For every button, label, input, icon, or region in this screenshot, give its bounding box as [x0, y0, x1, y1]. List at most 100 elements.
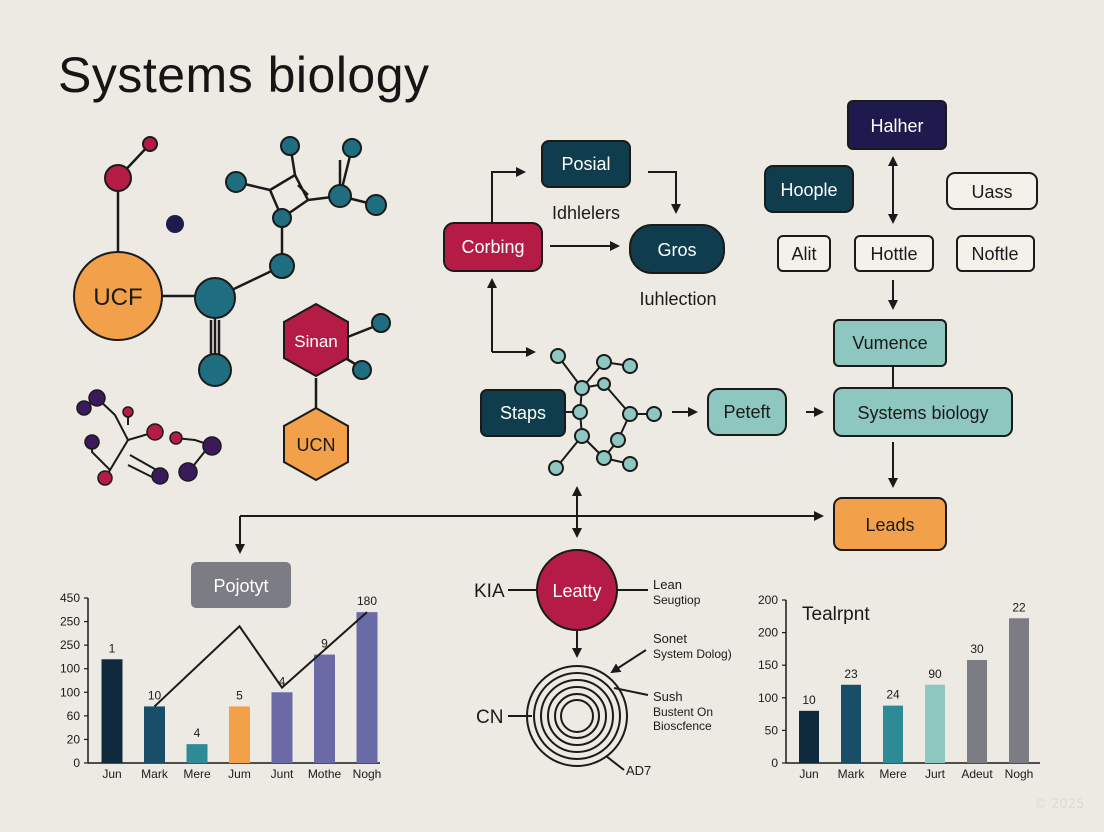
- hexagon-top-label: Sinan: [294, 332, 337, 351]
- y-tick-label: 200: [758, 626, 778, 640]
- molecule-small-left: [76, 389, 222, 486]
- label-alit: Alit: [791, 244, 816, 264]
- x-tick-label: Jun: [799, 767, 818, 781]
- bar: [967, 659, 987, 763]
- box-systems-biology: [833, 387, 1013, 437]
- label-sush: Sush: [653, 689, 683, 704]
- label-vumence: Vumence: [852, 333, 927, 353]
- bar: [883, 705, 903, 763]
- y-tick-label: 100: [758, 691, 778, 705]
- x-tick-label: Jun: [102, 767, 121, 781]
- molecule-atoms-left: [73, 136, 387, 387]
- y-tick-label: 250: [60, 615, 80, 629]
- chart-left: Pojotyt 020601001002502504501Jun10Mark4M…: [60, 562, 381, 781]
- center-labels: Leatty KIA CN Lean Seugtiop Sonet System…: [474, 577, 732, 778]
- hexagon-pair: [283, 302, 391, 482]
- concentric-rings: [526, 665, 628, 767]
- data-label: 4: [279, 674, 286, 688]
- label-cn: CN: [476, 707, 503, 728]
- chart-left-title-box: [191, 562, 291, 608]
- label-hottle: Hottle: [870, 244, 917, 264]
- box-hoople: [764, 165, 854, 213]
- chart-left-title: Pojotyt: [213, 576, 268, 596]
- label-leatty: Leatty: [552, 581, 601, 601]
- label-hoople: Hoople: [780, 180, 837, 200]
- label-idhlelers: Idhlelers: [552, 203, 620, 223]
- data-label: 22: [1012, 600, 1026, 614]
- bar: [841, 684, 861, 763]
- x-tick-label: Mere: [879, 767, 907, 781]
- label-lean: Lean: [653, 577, 682, 592]
- box-vumence: [833, 319, 947, 367]
- x-tick-label: Junt: [271, 767, 294, 781]
- x-tick-label: Mark: [141, 767, 169, 781]
- label-system-dolog: System Dolog): [653, 647, 732, 661]
- bar: [186, 744, 208, 763]
- y-tick-label: 150: [758, 658, 778, 672]
- x-tick-label: Nogh: [353, 767, 382, 781]
- page-title: Systems biology: [58, 47, 430, 103]
- box-uass: [946, 172, 1038, 210]
- bar: [229, 706, 250, 763]
- hexagon-bottom: [283, 406, 349, 482]
- data-label: 10: [802, 693, 816, 707]
- y-tick-label: 20: [67, 732, 81, 746]
- y-tick-label: 250: [60, 638, 80, 652]
- label-sonet: Sonet: [653, 631, 687, 646]
- bar: [101, 659, 123, 763]
- data-label: 180: [357, 594, 377, 608]
- center-node: [526, 549, 628, 767]
- label-ad7: AD7: [626, 763, 651, 778]
- label-bioscfence: Bioscfence: [653, 719, 712, 733]
- y-tick-label: 200: [758, 593, 778, 607]
- bar: [799, 710, 819, 763]
- bar: [356, 612, 378, 763]
- x-tick-label: Jum: [228, 767, 251, 781]
- watermark: © 2025: [1034, 797, 1085, 812]
- label-peteft: Peteft: [723, 402, 770, 422]
- box-staps: [480, 389, 566, 437]
- network-graph: [548, 348, 662, 476]
- box-corbing: [443, 222, 543, 272]
- box-posial: [541, 140, 631, 188]
- box-noftle: [956, 235, 1035, 272]
- label-gros: Gros: [657, 240, 696, 260]
- x-tick-label: Nogh: [1005, 767, 1034, 781]
- hexagon-top: [283, 302, 349, 378]
- data-label: 23: [844, 667, 858, 681]
- box-alit: [777, 235, 831, 272]
- x-tick-label: Jurt: [925, 767, 946, 781]
- data-label: 10: [148, 688, 162, 702]
- flow-connectors: [235, 156, 898, 771]
- label-noftle: Noftle: [971, 244, 1018, 264]
- x-tick-label: Mere: [183, 767, 211, 781]
- bar: [925, 684, 945, 763]
- bar: [271, 692, 293, 763]
- label-corbing: Corbing: [461, 237, 524, 257]
- data-label: 4: [194, 726, 201, 740]
- box-halher: [847, 100, 947, 150]
- data-label: 9: [321, 637, 328, 651]
- y-tick-label: 0: [771, 756, 778, 770]
- label-uass: Uass: [971, 182, 1012, 202]
- label-iuhlection: Iuhlection: [639, 289, 716, 309]
- y-tick-label: 0: [73, 756, 80, 770]
- box-peteft: [707, 388, 787, 436]
- label-systems-biology: Systems biology: [857, 403, 988, 423]
- x-tick-label: Mark: [838, 767, 866, 781]
- box-hottle: [854, 235, 934, 272]
- data-label: 1: [109, 641, 116, 655]
- y-tick-label: 100: [60, 662, 80, 676]
- label-staps: Staps: [500, 403, 546, 423]
- bar: [1009, 618, 1029, 763]
- data-label: 90: [928, 667, 942, 681]
- y-tick-label: 50: [765, 723, 779, 737]
- y-tick-label: 450: [60, 591, 80, 605]
- label-bustent-on: Bustent On: [653, 705, 713, 719]
- data-label: 30: [970, 642, 984, 656]
- chart-right-title: Tealrpnt: [802, 604, 870, 625]
- x-tick-label: Adeut: [961, 767, 993, 781]
- ucf-atom: [73, 251, 163, 341]
- label-seugtiop: Seugtiop: [653, 593, 701, 607]
